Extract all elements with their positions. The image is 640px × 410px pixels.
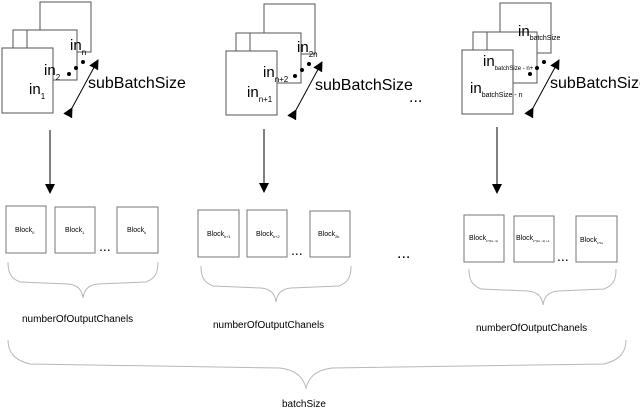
group-ellipsis: ... [409, 89, 422, 106]
input-label-n-plus-1: inn+1 [247, 84, 273, 104]
block-label: Blockk [127, 227, 146, 235]
block [116, 206, 159, 254]
block-label: Block1 [65, 227, 85, 235]
sub-batch-size-label: subBatchSize [88, 75, 186, 92]
stack-dot [535, 66, 539, 70]
block-label: Blockk+2 [256, 231, 280, 239]
group-2: in2n inn+2 inn+1 subBatchSize Blockk+1 B… [197, 3, 413, 331]
block [5, 205, 47, 254]
stack-dot [293, 74, 297, 78]
group-3: inbatchSize inbatchSize - n+ inbatchSize… [461, 2, 640, 334]
group-1: inn in2 in1 subBatchSize Block0 Block1 B… [1, 1, 186, 325]
sub-batch-arrow [63, 59, 99, 119]
sub-batch-size-label: subBatchSize [550, 75, 640, 92]
stack-dot [542, 60, 546, 64]
num-output-channels-label: numberOfOutputChanels [22, 314, 133, 325]
block-label: Blockk*(bs - k) [469, 235, 498, 243]
stack-dot [300, 68, 304, 72]
stack-dot [67, 72, 71, 76]
block [54, 206, 96, 254]
stack-dot [81, 60, 85, 64]
batch-size-label: batchSize [282, 399, 326, 410]
input-page-front [461, 49, 514, 115]
block-ellipsis: ... [99, 238, 111, 254]
stack-dot [74, 66, 78, 70]
block-label: Block0 [15, 227, 35, 235]
block [197, 209, 240, 258]
block-label: Block2k [318, 231, 339, 239]
sub-batch-arrow [287, 61, 323, 121]
channels-brace [7, 261, 159, 299]
block-group-ellipsis: ... [397, 245, 410, 262]
input-label-2n: in2n [297, 39, 318, 59]
block-ellipsis: ... [557, 248, 569, 264]
input-page-front [1, 47, 54, 114]
num-output-channels-label: numberOfOutputChanels [476, 323, 587, 334]
stack-dot [528, 72, 532, 76]
num-output-channels-label: numberOfOutputChanels [213, 320, 324, 331]
input-label-n: inn [70, 37, 86, 57]
input-page-front [225, 50, 278, 116]
input-label-n-plus-2: inn+2 [263, 64, 289, 84]
stack-dot [307, 62, 311, 66]
channels-brace [468, 268, 617, 306]
input-label-1: in1 [29, 81, 46, 101]
block-label: Blockk*(bs - k) +1 [516, 235, 550, 243]
block [463, 214, 505, 263]
channels-brace [200, 265, 352, 303]
batch-size-brace [7, 339, 627, 390]
block-label: Blockk*bs [580, 237, 603, 245]
block [575, 215, 618, 263]
block-label: Blockk+1 [207, 231, 231, 239]
input-label-batch-size-minus-n: inbatchSize - n [470, 80, 523, 99]
block [513, 215, 555, 263]
sub-batch-size-label: subBatchSize [315, 77, 413, 94]
input-label-batch-size: inbatchSize [518, 23, 561, 42]
input-label-batch-size-minus-n-plus: inbatchSize - n+ [483, 53, 534, 72]
sub-batch-arrow [524, 59, 560, 119]
block [246, 209, 288, 258]
block [309, 210, 351, 258]
block-ellipsis: ... [291, 242, 303, 258]
input-label-2: in2 [44, 62, 61, 82]
